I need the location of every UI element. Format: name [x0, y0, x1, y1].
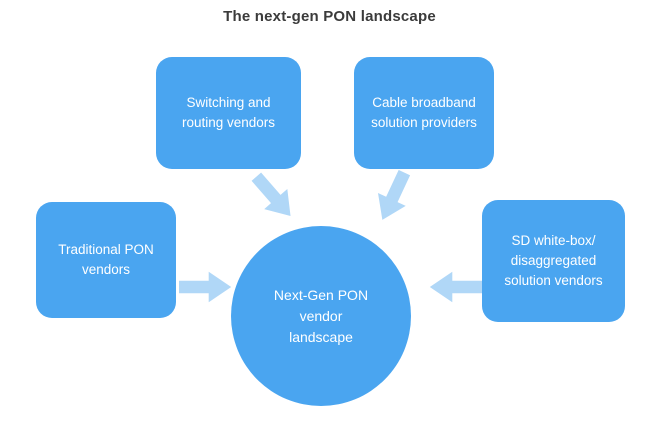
node-cable-broadband-providers: Cable broadband solution providers	[354, 57, 494, 169]
node-switching-routing-vendors: Switching and routing vendors	[156, 57, 301, 169]
arrow-switching-to-center-icon	[242, 164, 306, 230]
diagram-title: The next-gen PON landscape	[223, 8, 436, 25]
node-nextgen-pon-landscape: Next-Gen PON vendor landscape	[231, 226, 411, 406]
arrow-cable-to-center-icon	[364, 164, 421, 229]
arrow-traditional-to-center-icon	[179, 268, 233, 306]
node-sd-whitebox-vendors: SD white-box/ disaggregated solution ven…	[482, 200, 625, 322]
arrow-sd-to-center-icon	[428, 268, 482, 306]
node-traditional-pon-vendors: Traditional PON vendors	[36, 202, 176, 318]
